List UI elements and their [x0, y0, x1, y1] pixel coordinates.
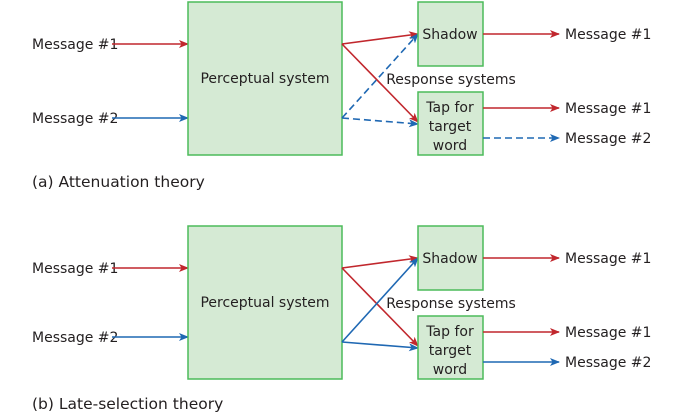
shadow-label: Shadow — [422, 251, 477, 267]
connection-msg2-to-shadow — [341, 257, 419, 343]
tap-label-line-3: word — [433, 138, 467, 154]
diagram-attenuation: Message #1 Message #2 Perceptual system … — [32, 1, 651, 191]
tap-label-line-3: word — [433, 362, 467, 378]
input-label-message-1: Message #1 — [32, 37, 118, 53]
shadow-label: Shadow — [422, 27, 477, 43]
connection-msg1-to-shadow — [341, 31, 419, 45]
input-label-message-1: Message #1 — [32, 261, 118, 277]
caption-attenuation-theory: (a) Attenuation theory — [32, 173, 205, 191]
response-systems-label: Response systems — [386, 296, 516, 312]
tap-for-target-word-box — [417, 91, 484, 156]
output-label-tap-message-1: Message #1 — [565, 325, 651, 341]
output-label-tap-message-1: Message #1 — [565, 101, 651, 117]
connection-msg2-to-tap — [341, 117, 419, 128]
perceptual-system-box — [187, 225, 343, 380]
input-label-message-2: Message #2 — [32, 330, 118, 346]
connection-msg1-to-tap — [341, 267, 419, 347]
tap-label-line-1: Tap for — [425, 324, 474, 340]
perceptual-system-box — [187, 1, 343, 156]
connection-msg2-to-tap — [341, 341, 419, 352]
output-label-tap-message-2: Message #2 — [565, 131, 651, 147]
tap-label-line-2: target — [429, 119, 472, 135]
output-label-tap-message-2: Message #2 — [565, 355, 651, 371]
output-label-shadow-message-1: Message #1 — [565, 27, 651, 43]
tap-for-target-word-box — [417, 315, 484, 380]
shadow-box — [417, 225, 484, 291]
tap-label-line-2: target — [429, 343, 472, 359]
input-label-message-2: Message #2 — [32, 111, 118, 127]
tap-label-line-1: Tap for — [425, 100, 474, 116]
shadow-box — [417, 1, 484, 67]
perceptual-system-label: Perceptual system — [200, 71, 329, 87]
connection-msg1-to-shadow — [341, 255, 419, 269]
caption-late-selection-theory: (b) Late-selection theory — [32, 395, 223, 413]
output-label-shadow-message-1: Message #1 — [565, 251, 651, 267]
response-systems-label: Response systems — [386, 72, 516, 88]
perceptual-system-label: Perceptual system — [200, 295, 329, 311]
connection-msg1-to-tap — [341, 43, 419, 123]
diagram-late-selection: Message #1 Message #2 Perceptual system … — [32, 225, 651, 413]
connection-msg2-to-shadow — [341, 33, 419, 119]
